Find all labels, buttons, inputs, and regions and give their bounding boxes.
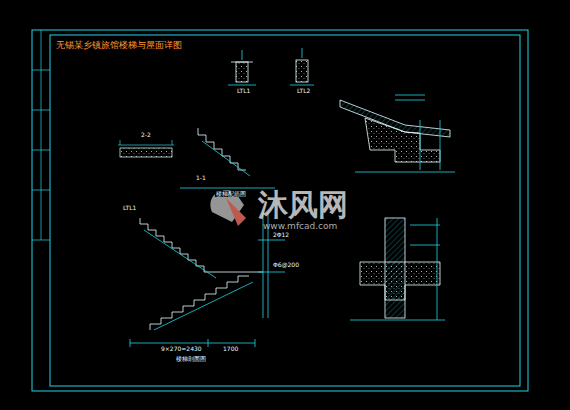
stair-steps <box>140 218 212 272</box>
drawing-label: 1700 <box>222 346 239 352</box>
drawing-label: 楼梯剖面图 <box>175 356 207 362</box>
landing <box>180 188 275 189</box>
drawing-label: Φ6@200 <box>272 262 300 268</box>
stair-slab <box>144 230 216 278</box>
drawing-label: 9×270=2430 <box>160 346 203 352</box>
drawing-label: 2Φ12 <box>272 232 290 238</box>
stair-steps <box>198 128 246 170</box>
watermark: 沐风网 <box>257 190 349 220</box>
drawing-label: 2-2 <box>140 132 152 138</box>
stair-slab <box>154 282 253 330</box>
stair-wall <box>130 212 285 347</box>
watermark-logo <box>210 190 246 226</box>
drawing-label: LTL1 <box>236 88 251 94</box>
drawing-label: LTL2 <box>296 88 311 94</box>
drawing-label: 楼梯配筋图 <box>215 191 247 197</box>
inner-frame <box>50 35 520 386</box>
sheet-frame <box>32 30 528 391</box>
watermark: www.mfcad.com <box>262 222 338 231</box>
stair-slab <box>202 141 250 176</box>
title-strip <box>32 30 50 240</box>
beam-sections <box>228 48 314 85</box>
drawing-title: 无锡某乡镇旅馆楼梯与屋面详图 <box>56 41 182 50</box>
drawing-label: 1-1 <box>195 175 207 181</box>
slab-section <box>118 140 174 157</box>
landing <box>212 272 263 273</box>
drawing-label: LTL1 <box>122 205 137 211</box>
stair-flights <box>140 128 275 330</box>
stair-steps <box>150 276 249 330</box>
roof-eave-detail <box>340 95 455 172</box>
wall-floor-detail <box>350 218 445 320</box>
